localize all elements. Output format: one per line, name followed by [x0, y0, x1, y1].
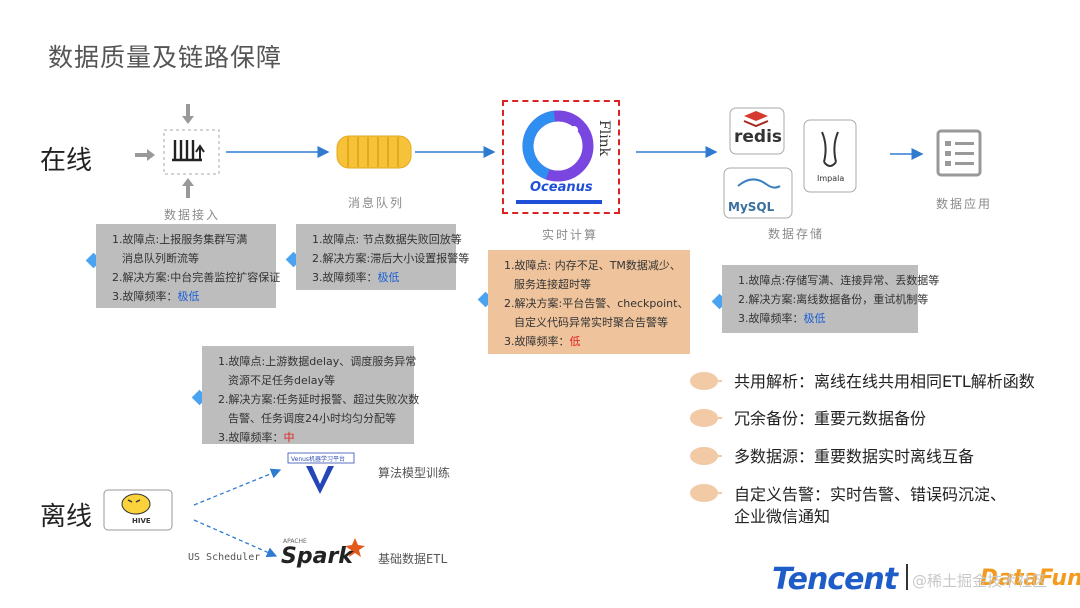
note-line: 服务连接超时等 — [514, 278, 591, 291]
note-line: 2.解决方案:中台完善监控扩容保证 — [112, 271, 281, 284]
note-line: 1.故障点:上报服务集群写满 — [112, 233, 248, 246]
venus-label: Venus机器学习平台 — [291, 456, 346, 463]
note-queue: 1.故障点: 节点数据失败回放等 2.解决方案:滞后大小设置报警等 3.故障频率… — [296, 224, 470, 290]
freq-level: 极低 — [803, 312, 826, 325]
oceanus-label: Oceanus — [530, 180, 593, 195]
freq-label: 3.故障频率： — [738, 312, 804, 325]
freq-level: 极低 — [377, 271, 400, 284]
note-line: 自定义代码异常实时聚合告警等 — [514, 316, 668, 329]
note-offline: 1.故障点:上游数据delay、调度服务异常 资源不足任务delay等 2.解决… — [202, 346, 420, 447]
watermark-text: @稀土掘金技术社区 — [912, 572, 1048, 590]
freq-label: 3.故障频率： — [218, 431, 284, 444]
note-storage: 1.故障点:存储写满、连接异常、丢数据等 2.解决方案:离线数据备份，重试机制等… — [722, 265, 940, 333]
freq-level: 中 — [283, 431, 295, 444]
note-line: 1.故障点:上游数据delay、调度服务异常 — [218, 355, 417, 368]
oceanus-logo — [516, 110, 602, 204]
note-line: 2.解决方案:滞后大小设置报警等 — [312, 252, 470, 265]
note-line: 1.故障点:存储写满、连接异常、丢数据等 — [738, 274, 940, 287]
stage-label-app: 数据应用 — [936, 197, 993, 211]
page-title: 数据质量及链路保障 — [48, 43, 283, 72]
freq-level: 极低 — [177, 290, 200, 303]
impala-icon — [803, 119, 857, 193]
datafun-logo: DataFun. — [980, 566, 1080, 591]
scheduler-label: US Scheduler — [188, 552, 261, 563]
redis-icon — [729, 107, 785, 155]
note-line: 消息队列断流等 — [122, 252, 199, 265]
note-line: 1.故障点: 内存不足、TM数据减少、 — [504, 259, 681, 272]
hive-icon — [103, 489, 173, 531]
bullet-custom-alert: 自定义告警：实时告警、错误码沉淀、 — [734, 485, 1007, 504]
arrow-hive-spark — [193, 519, 278, 558]
ingest-icon — [135, 104, 220, 198]
note-ingest: 1.故障点:上报服务集群写满 消息队列断流等 2.解决方案:中台完善监控扩容保证… — [96, 224, 281, 308]
note-line: 1.故障点: 节点数据失败回放等 — [312, 233, 462, 246]
freq-label: 3.故障频率： — [504, 335, 570, 348]
note-line: 3.故障频率：低 — [504, 332, 682, 351]
hive-label: HIVE — [132, 517, 151, 525]
data-app-icon — [936, 129, 982, 177]
note-line: 2.解决方案:平台告警、checkpoint、 — [504, 297, 689, 310]
stage-label-compute: 实时计算 — [542, 228, 599, 242]
note-line: 3.故障频率：极低 — [112, 287, 268, 306]
spark-top-label: APACHE — [283, 538, 307, 545]
etl-label: 基础数据ETL — [378, 552, 448, 566]
venus-icon — [287, 452, 355, 494]
note-line: 2.解决方案:离线数据备份，重试机制等 — [738, 293, 929, 306]
freq-label: 3.故障频率： — [112, 290, 178, 303]
row-label-offline: 离线 — [40, 502, 93, 532]
bullet-markers — [690, 372, 722, 502]
bullet-backup: 冗余备份：重要元数据备份 — [734, 409, 927, 428]
mysql-icon — [723, 167, 793, 219]
bullet-multi-source: 多数据源：重要数据实时离线互备 — [734, 447, 975, 466]
note-line: 3.故障频率：中 — [218, 428, 406, 447]
impala-label: Impala — [817, 174, 845, 183]
spark-label: Spark — [281, 544, 353, 569]
note-line: 2.解决方案:任务延时报警、超过失败次数 — [218, 393, 420, 406]
bullet-custom-alert-line2: 企业微信通知 — [734, 507, 831, 526]
stage-label-storage: 数据存储 — [768, 227, 825, 241]
note-compute: 1.故障点: 内存不足、TM数据减少、 服务连接超时等 2.解决方案:平台告警、… — [488, 250, 690, 354]
freq-label: 3.故障频率： — [312, 271, 378, 284]
stage-label-queue: 消息队列 — [348, 196, 405, 210]
note-line: 资源不足任务delay等 — [228, 374, 336, 387]
note-line: 3.故障频率：极低 — [738, 309, 910, 328]
footer-divider — [906, 564, 908, 590]
spark-star-icon — [345, 538, 365, 557]
bullet-shared-parsing: 共用解析：离线在线共用相同ETL解析函数 — [734, 372, 1035, 391]
freq-level: 低 — [569, 335, 581, 348]
arrow-hive-ml — [193, 468, 282, 506]
ml-training-label: 算法模型训练 — [378, 466, 451, 480]
row-label-online: 在线 — [40, 146, 93, 176]
mysql-label: MySQL — [728, 200, 775, 214]
redis-label: redis — [734, 127, 783, 147]
note-line: 告警、任务调度24小时均匀分配等 — [228, 412, 396, 425]
compute-highlight-box — [502, 100, 620, 214]
flink-label: Flink — [596, 120, 612, 157]
stage-label-ingest: 数据接入 — [164, 208, 221, 222]
tencent-logo: Tencent — [772, 562, 898, 597]
message-queue-icon — [336, 135, 412, 169]
note-line: 3.故障频率：极低 — [312, 268, 448, 287]
